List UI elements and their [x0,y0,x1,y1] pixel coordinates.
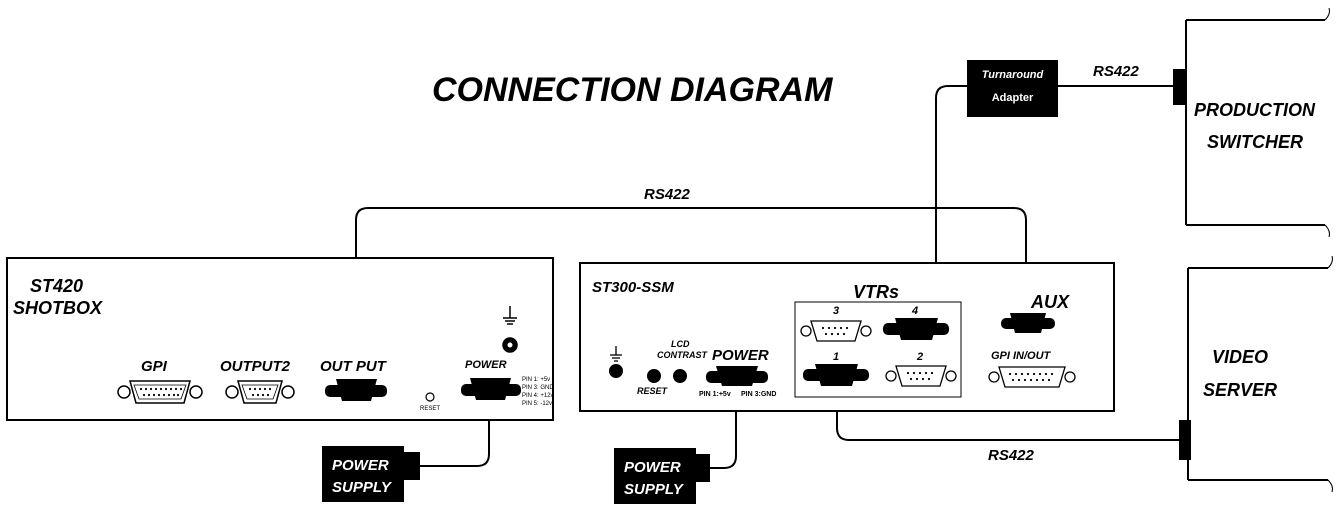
lcd-contrast-line2: CONTRAST [657,350,707,360]
st300-lcd-contrast-knob [673,369,687,383]
vtr2-label: 2 [917,351,924,363]
vtr3-label: 3 [833,305,840,317]
cable-shotbox-to-aux [355,207,1027,370]
st420-ground-icon [503,306,517,325]
st300-reset-label: RESET [637,386,668,396]
vtr2-connector [885,365,957,387]
st420-power-label: POWER [465,359,507,371]
st420-pin-note-4: PIN 5: -12v [522,401,553,407]
rs422-label-video-server: RS422 [988,447,1034,464]
gpi-inout-label: GPI IN/OUT [991,350,1051,362]
st300-power-label: POWER [712,347,769,364]
st420-output-plug [325,379,387,401]
turnaround-adapter-line2: Adapter [991,92,1034,104]
power-supply-1-line2: SUPPLY [332,479,391,496]
vtrs-label: VTRs [853,282,900,302]
cable-shotbox-power [418,398,490,467]
st300-ground-icon [610,346,622,362]
st420-pin-note-1: PIN 1: +5v [522,377,551,383]
st300-pin-note-1: PIN 1:+5v [699,391,731,398]
video-server-line1: VIDEO [1212,347,1269,367]
vtr4-label: 4 [912,305,919,317]
st420-gpi-label: GPI [141,358,167,375]
st420-gpi-connector [117,380,203,404]
st420-name-line1: ST420 [30,276,84,296]
st420-pin-note-3: PIN 4: +12v [522,393,554,399]
gpi-inout-connector [988,366,1076,388]
cable-st300-power [706,384,737,469]
power-supply-2-line2: SUPPLY [624,481,683,498]
video-server-box [1187,255,1333,493]
st300-ground-lug [609,364,623,378]
vtr1-plug [803,364,869,386]
st420-name-line2: SHOTBOX [13,298,103,318]
production-switcher-box [1185,7,1330,238]
vtr1-label: 1 [833,351,840,363]
st300-name: ST300-SSM [592,279,674,296]
power-supply-1-box [322,446,420,502]
power-supply-2-box [614,448,710,504]
rs422-label-switcher: RS422 [1093,63,1139,80]
power-supply-2-line1: POWER [624,459,681,476]
st420-output2-connector [225,380,295,404]
aux-label: AUX [1031,292,1070,312]
switcher-rs422-port [1173,69,1186,105]
cable-vtr4-to-adapter [935,85,968,322]
st420-reset-label: RESET [420,406,441,412]
st420-power-plug [461,378,521,400]
st420-pin-note-2: PIN 3: GND [522,385,554,391]
vtr4-plug [883,318,949,340]
diagram-title: CONNECTION DIAGRAM [432,71,833,109]
turnaround-adapter-box [967,60,1058,117]
st420-reset-hole [425,392,435,402]
st420-output-label: OUT PUT [320,358,386,375]
st300-reset-button [647,369,661,383]
lcd-contrast-line1: LCD [671,339,690,349]
video-server-rs422-port [1179,420,1191,460]
cable-vtr1-to-video-server [836,380,1180,441]
st300-pin-note-2: PIN 3:GND [741,391,777,398]
turnaround-adapter-line1: Turnaround [981,69,1044,81]
aux-plug [1001,313,1055,333]
st420-output2-label: OUTPUT2 [220,358,291,375]
st300-power-plug [706,366,768,386]
production-switcher-line2: SWITCHER [1207,132,1303,152]
video-server-line2: SERVER [1203,380,1278,400]
rs422-label-shotbox-aux: RS422 [644,186,690,203]
vtr3-connector [800,320,872,342]
power-supply-1-line1: POWER [332,457,389,474]
production-switcher-line1: PRODUCTION [1194,100,1315,120]
